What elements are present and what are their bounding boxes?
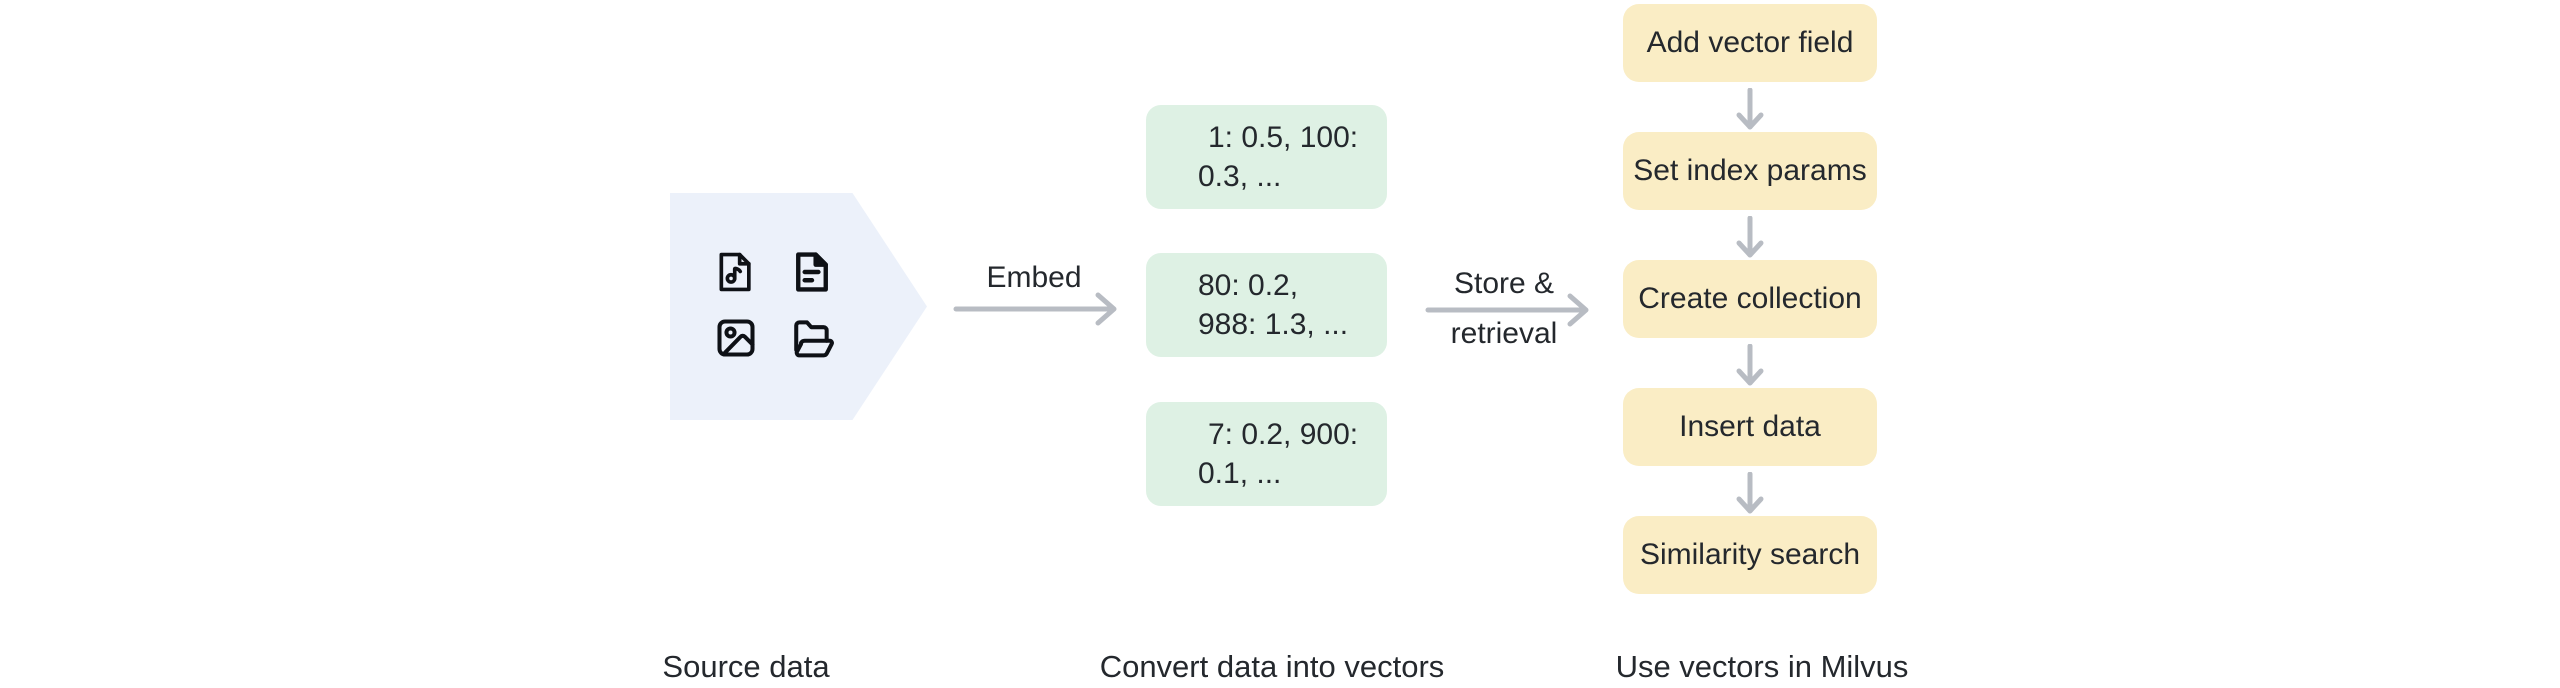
step-label: Add vector field [1646,26,1854,59]
vector-text-line: 0.3, ... [1198,160,1282,193]
down-arrow-icon [1736,88,1764,130]
step-set-index-params: Set index params [1623,132,1877,210]
store-retrieval-arrow [1425,293,1589,327]
vector-text-line: 988: 1.3, ... [1198,308,1349,341]
step-label: Create collection [1638,282,1862,315]
step-label: Set index params [1633,154,1867,187]
caption-source-data: Source data [662,649,830,684]
step-label: Insert data [1679,410,1821,443]
vector-box: 1: 0.5, 100: 0.3, ... [1146,105,1387,209]
vector-text-line: 1: 0.5, 100: [1208,121,1359,154]
down-arrow-icon [1736,216,1764,258]
file-text-icon [796,252,828,292]
down-arrow-icon [1736,344,1764,386]
store-arrow-label-line1: Store & [1453,267,1555,300]
image-icon [717,319,755,357]
down-arrow-icon [1736,472,1764,514]
embed-arrow-label: Embed [986,261,1082,294]
embed-arrow [953,292,1117,326]
step-label: Similarity search [1639,538,1861,571]
caption-use-vectors: Use vectors in Milvus [1615,649,1909,684]
vector-text-line: 80: 0.2, [1198,269,1299,302]
store-arrow-label-line2: retrieval [1450,317,1558,350]
step-similarity-search: Similarity search [1623,516,1877,594]
source-data-icons [714,250,836,364]
file-music-icon [719,252,751,292]
vector-text-line: 0.1, ... [1198,457,1282,490]
vector-text-line: 7: 0.2, 900: [1208,418,1359,451]
vector-box: 80: 0.2, 988: 1.3, ... [1146,253,1387,357]
step-add-vector-field: Add vector field [1623,4,1877,82]
vector-box: 7: 0.2, 900: 0.1, ... [1146,402,1387,506]
step-insert-data: Insert data [1623,388,1877,466]
caption-convert-data: Convert data into vectors [1099,649,1445,684]
step-create-collection: Create collection [1623,260,1877,338]
folder-open-icon [794,320,834,358]
